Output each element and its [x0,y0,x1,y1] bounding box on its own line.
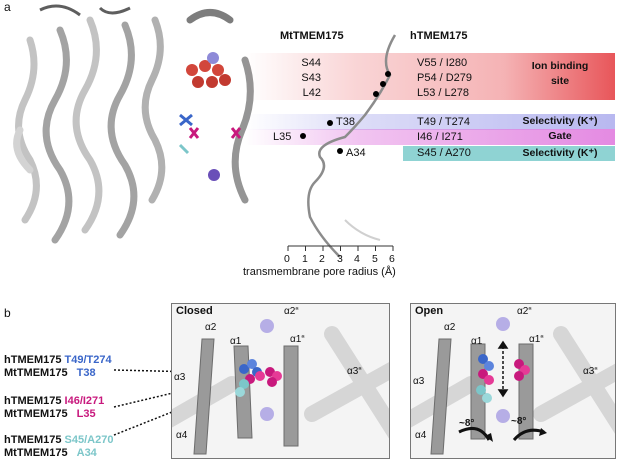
legend-l35-mt-prefix: MtTMEM175 [4,408,68,420]
ion-binding-label-2: site [550,75,570,87]
panel-a-label: a [4,0,11,14]
axis-tick-4: 4 [354,253,360,265]
panel-b-label: b [4,306,11,320]
axis-label: transmembrane pore radius (Å) [243,266,396,278]
axis-tick-2: 2 [319,253,325,265]
closed-helix-a2: α2 [205,322,217,333]
legend-i46-h-res: I46/I271 [64,395,105,407]
h-residue-v55: V55 / I280 [417,57,468,69]
profile-point-t38 [327,120,333,126]
mt-residue-s43: S43 [301,72,321,84]
ion-binding-band [245,53,615,100]
open-rotation-left: ~8° [459,418,475,429]
mt-residue-l35: L35 [273,131,292,143]
axis-tick-6: 6 [389,253,395,265]
header-htmem175: hTMEM175 [410,30,468,42]
open-title: Open [415,305,444,317]
h-residue-p54: P54 / D279 [417,72,473,84]
closed-helix-a1: α1 [230,336,242,347]
profile-point-s43 [380,81,386,87]
legend-a34-mt-res: A34 [76,447,97,459]
profile-point-s44 [385,71,391,77]
closed-structure [172,319,389,455]
h-residue-s45: S45 / A270 [417,147,471,159]
legend-t38-mt-prefix: MtTMEM175 [4,367,68,379]
selectivity2-band [403,146,615,161]
pore-radius-profile [300,34,397,258]
legend-t49-h-prefix: hTMEM175 [4,354,62,366]
legend-a34-mt-prefix: MtTMEM175 [4,447,68,459]
legend-t49: hTMEM175 T49/T274 [4,354,112,367]
profile-point-a34 [337,148,343,154]
profile-point-l42 [373,91,379,97]
h-residue-i46: I46 / I271 [417,131,463,143]
profile-point-l35 [300,133,306,139]
axis-tick-1: 1 [302,253,308,265]
open-helix-a3pp: α3“ [583,366,598,377]
closed-helix-a1pp: α1“ [290,334,305,345]
closed-helix-a2pp: α2“ [284,306,299,317]
selectivity-label: Selectivity (K⁺) [522,115,598,127]
open-helix-a2: α2 [444,322,456,333]
ion-binding-label-1: Ion binding [531,60,589,72]
open-state-panel: Open α2 α1 α2“ α1“ α3 α3“ α4 ~8° ~8° [410,303,616,459]
mt-residue-s44: S44 [301,57,321,69]
legend-t49-h-res: T49/T274 [64,354,112,366]
open-helix-a4: α4 [415,430,427,441]
open-helix-a3: α3 [413,376,425,387]
pore-radius-curve [307,34,397,258]
mt-residue-a34: A34 [346,147,366,159]
legend-s45-h-res: S45/A270 [64,434,114,446]
header-mttmem175: MtTMEM175 [280,30,344,42]
open-structure [411,317,615,455]
gate-label: Gate [548,130,572,142]
h-residue-l53: L53 / L278 [417,87,469,99]
axis-tick-0: 0 [284,253,290,265]
legend-l35-mt-res: L35 [76,408,96,420]
axis-tick-3: 3 [337,253,343,265]
open-helix-a1: α1 [471,336,483,347]
legend-s45: hTMEM175 S45/A270 [4,434,113,447]
legend-t38-mt-res: T38 [76,367,96,379]
axis-tick-5: 5 [372,253,378,265]
legend-t38: MtTMEM175 T38 [4,367,96,380]
legend-a34: MtTMEM175 A34 [4,447,97,460]
mt-residue-t38: T38 [336,116,355,128]
closed-helix-a3pp: α3“ [347,366,362,377]
gate-band [245,129,615,145]
open-helix-a1pp: α1“ [529,334,544,345]
mt-residue-l42: L42 [302,87,321,99]
legend-s45-h-prefix: hTMEM175 [4,434,62,446]
closed-helix-a3: α3 [174,372,186,383]
legend-i46-h-prefix: hTMEM175 [4,395,62,407]
legend-i46: hTMEM175 I46/I271 [4,395,104,408]
pore-radius-axis [287,245,394,251]
legend-l35: MtTMEM175 L35 [4,408,96,421]
selectivity-band [245,114,615,130]
closed-helix-a4: α4 [176,430,188,441]
selectivity2-label: Selectivity (K⁺) [522,147,598,159]
open-helix-a2pp: α2“ [517,306,532,317]
open-rotation-right: ~8° [511,416,527,427]
closed-title: Closed [176,305,213,317]
closed-state-panel: Closed α2 α1 α2“ α1“ α3 α3“ α4 [171,303,390,459]
h-residue-t49: T49 / T274 [417,116,470,128]
